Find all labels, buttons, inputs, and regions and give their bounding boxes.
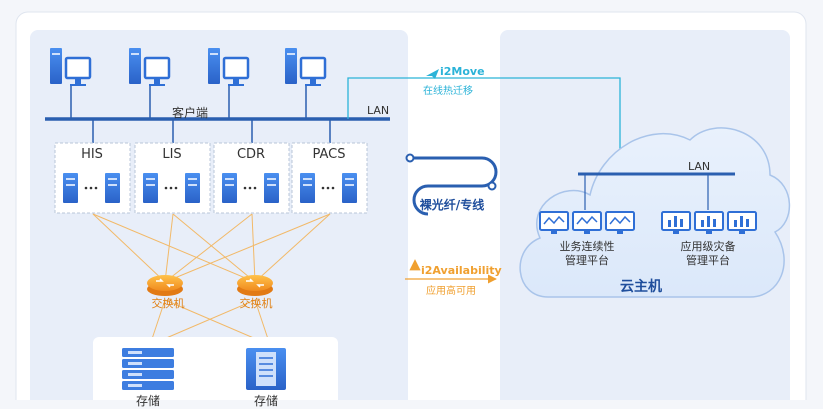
bar-chart-monitor-icon [661,211,757,234]
system-label-cdr: CDR [236,147,266,162]
system-box [213,142,290,214]
client-computers [50,48,327,119]
system-label-his: HIS [81,147,103,162]
server-icon [185,173,200,203]
storage-box [93,337,338,400]
server-icon [264,173,279,203]
i2availability-desc: 应用高可用 [426,286,476,297]
computer-icon [285,48,327,86]
storage-icon [122,348,174,390]
availability-logo-icon [409,259,421,271]
system-box [54,142,131,214]
storage-label: 存储 [135,394,161,408]
system-boxes [54,142,368,214]
i2move-desc: 在线热迁移 [423,86,473,97]
server-icon [222,173,237,203]
platform-label-continuity: 业务连续性 管理平台 [560,240,615,268]
server-icon [63,173,78,203]
server-icon [143,173,158,203]
cloud-shape [519,127,791,298]
switch-label: 交换机 [151,297,185,310]
diagram-canvas [15,11,807,400]
server-icon [105,173,120,203]
platform-line: 管理平台 [565,254,609,267]
server-icon [342,173,357,203]
platform-line: 业务连续性 [559,240,615,253]
onprem-panel [30,30,408,400]
storage-label: 存储 [253,394,279,408]
line-chart-monitor-icon [539,211,635,234]
computer-icon [129,48,171,86]
system-label-lis: LIS [162,147,182,162]
system-box [134,142,211,214]
switch-icon [147,275,183,296]
cloud-title: 云主机 [620,279,662,295]
platform-line: 管理平台 [686,254,730,267]
switch-label: 交换机 [239,297,273,310]
architecture-diagram: 客户端 LAN HIS LIS CDR PACS 交换机 交换机 存储 存储 i… [15,11,807,408]
paper-plane-icon [426,69,439,79]
client-label: 客户端 [172,106,209,120]
system-box [291,142,368,214]
fiber-label: 裸光纤/专线 [419,198,485,212]
computer-icon [208,48,250,86]
cloud-lan-label: LAN [688,160,711,173]
i2availability-brand: i2Availability [421,264,502,277]
system-label-pacs: PACS [312,147,346,162]
server-icon [300,173,315,203]
switch-icon [237,275,273,296]
platform-label-disaster: 应用级灾备 管理平台 [681,240,736,268]
i2move-brand: i2Move [440,65,485,78]
fiber-link [412,156,498,216]
computer-icon [50,48,92,86]
lan-label: LAN [367,104,390,117]
storage-icon [246,348,286,390]
platform-line: 应用级灾备 [680,240,736,253]
lan-drops [92,119,331,143]
i2move-path [347,77,625,173]
